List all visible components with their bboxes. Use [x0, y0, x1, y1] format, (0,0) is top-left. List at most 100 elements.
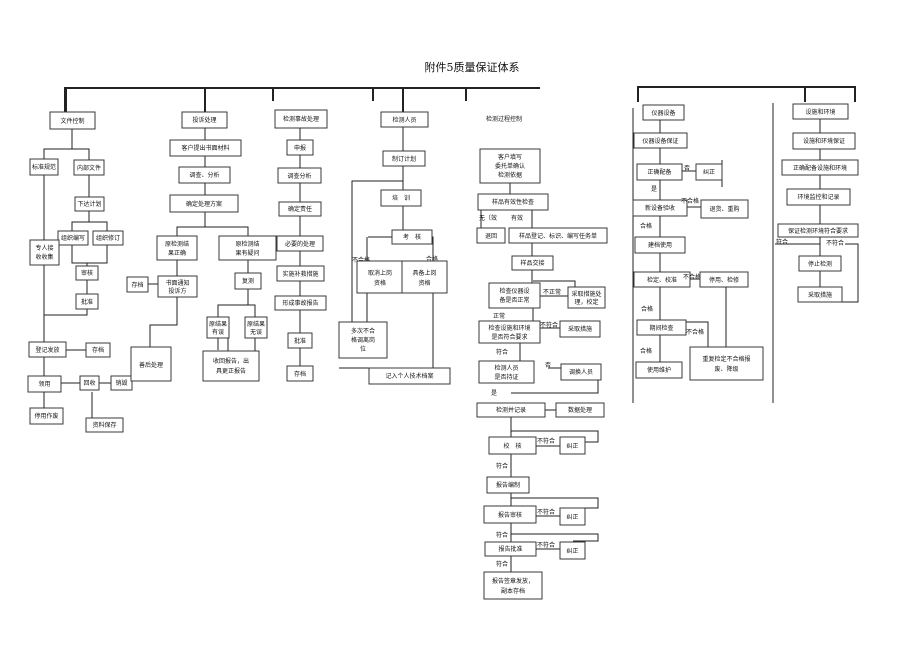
jiandang-box: 建档使用 [634, 236, 686, 254]
instr-buhege-label: 不合格 [681, 197, 699, 205]
guocheng-label: 检测过程控制 [486, 115, 522, 123]
tousu-box: 投诉处理 [181, 111, 228, 129]
svg-text:纠正: 纠正 [566, 443, 578, 450]
biaozhun-box: 标准规范 [29, 158, 59, 176]
kehu-box: 客户提出书面材料 [169, 139, 242, 157]
svg-text:审核: 审核 [81, 269, 93, 277]
shenhe-box: 审核 [75, 265, 99, 281]
queding-box: 确定处理方案 [169, 194, 239, 213]
tingyong2-box: 停用、检修 [699, 271, 749, 288]
cundang-box: 存档 [85, 342, 111, 358]
svg-text:检测事故处理: 检测事故处理 [283, 115, 319, 123]
accident-column: 检测事故处理 申报 调查分析 确定责任 必要的处理 实施补救措施 形成事故报告 [274, 109, 328, 382]
svg-text:报告编制: 报告编制 [496, 481, 520, 489]
svg-text:多次不合: 多次不合 [351, 327, 375, 335]
jiuzheng4-box: 纠正 [695, 163, 723, 181]
svg-text:存档: 存档 [92, 346, 104, 354]
svg-text:原结果: 原结果 [209, 320, 227, 328]
staff-column: 检测人员 制订计划 培 训 考 核 不合格 合格 取消上岗 资格 具备上岗 资格… [338, 111, 451, 385]
instr-buhege2-label: 不合格 [683, 273, 701, 281]
svg-text:样品交接: 样品交接 [520, 259, 544, 267]
dengji2-box: 样品登记、标识、编写任务单 [508, 227, 608, 244]
cundang3-box: 存档 [286, 365, 314, 382]
fuhe-label: 符合 [496, 348, 508, 356]
staff-hege: 合格 [426, 255, 438, 263]
svg-text:登记发放: 登记发放 [35, 346, 59, 354]
svg-text:备是否正常: 备是否正常 [499, 296, 529, 304]
neibu-box: 内部文件 [73, 159, 105, 176]
svg-text:形成事故报告: 形成事故报告 [282, 299, 318, 307]
cundang2-box: 存档 [126, 276, 149, 293]
svg-text:文件控制: 文件控制 [60, 117, 84, 125]
jiankong-box: 环境监控和记录 [786, 188, 851, 206]
svg-text:存档: 存档 [131, 281, 143, 289]
svg-text:必要的处理: 必要的处理 [285, 240, 315, 248]
tiaohuan-box: 调换人员 [560, 363, 602, 381]
svg-text:报告签章发放，: 报告签章发放， [492, 577, 534, 585]
svg-text:书面通知: 书面通知 [165, 279, 189, 287]
svg-text:收回报告，出: 收回报告，出 [213, 357, 249, 365]
svg-text:样品登记、标识、编写任务单: 样品登记、标识、编写任务单 [519, 232, 597, 240]
zhengchang-label: 正常 [493, 312, 505, 320]
zhengque-box: 正确配备 [636, 163, 683, 181]
qu-box: 取消上岗 资格 [356, 260, 404, 294]
svg-text:仪器设备: 仪器设备 [651, 109, 675, 117]
right-connector [637, 86, 856, 102]
svg-text:是否符合要求: 是否符合要求 [491, 333, 527, 341]
instr-hege3-label: 合格 [640, 347, 652, 355]
svg-text:停用、检修: 停用、检修 [709, 276, 739, 284]
svg-text:资料保存: 资料保存 [92, 421, 116, 429]
svg-text:投诉方: 投诉方 [168, 287, 186, 295]
facility-column: 设施和环境 设施和环境保证 正确配备设施和环境 环境监控和记录 保证检测环境符合… [772, 103, 859, 403]
zhuanren-box: 专人接 收收集 [29, 239, 60, 266]
lingyong-box: 领用 [27, 375, 62, 393]
svg-text:原检测结: 原检测结 [165, 240, 189, 248]
biyao-box: 必要的处理 [276, 235, 324, 252]
svg-text:果正确: 果正确 [168, 249, 186, 257]
svg-text:调查、分析: 调查、分析 [189, 171, 219, 179]
svg-text:理，校定: 理，校定 [574, 298, 598, 306]
wuxiao-label: 无〔效 [479, 214, 497, 222]
svg-text:回收: 回收 [83, 379, 95, 387]
svg-text:复测: 复测 [242, 277, 254, 285]
shigu-box: 检测事故处理 [274, 109, 328, 129]
svg-text:设施和环境: 设施和环境 [805, 108, 835, 116]
top-connector [64, 87, 540, 112]
svg-text:检查仪器设: 检查仪器设 [499, 287, 529, 295]
svg-text:退货、重购: 退货、重购 [709, 205, 739, 213]
fuhe4-label: 符合 [496, 560, 508, 568]
svg-text:期间检查: 期间检查 [649, 324, 673, 332]
svg-text:采取措施: 采取措施 [568, 325, 592, 333]
duoci-box: 多次不合 格调离岗 位 [338, 321, 388, 359]
svg-text:停用作废: 停用作废 [34, 412, 58, 420]
process-column: 检测过程控制 客户填写 委托单确认 检测依据 样品有效性检查 无〔效 有效 退回… [476, 115, 608, 600]
qijian-box: 期间检查 [636, 319, 687, 336]
instrument-column: 仪器设备 仪器设备保证 正确配备 否 纠正 是 新设备验收 不合格 退货、重购 … [632, 104, 764, 403]
instr-fou-label: 否 [684, 165, 690, 172]
pizhun3-box: 报告批准 [484, 541, 537, 557]
svg-text:使用维护: 使用维护 [647, 366, 671, 374]
svg-text:新设备验收: 新设备验收 [645, 204, 675, 212]
svg-text:资格: 资格 [374, 279, 386, 287]
svg-text:设施和环境保证: 设施和环境保证 [803, 137, 845, 145]
bfh4-label: 不符合 [537, 541, 555, 549]
shenhe2-box: 报告审核 [483, 505, 537, 524]
jiuzheng3-box: 纠正 [559, 541, 586, 560]
svg-text:样品有效性检查: 样品有效性检查 [492, 198, 534, 206]
tingzhi-box: 停止检测 [798, 255, 842, 272]
svg-text:检测依据: 检测依据 [498, 171, 522, 179]
jilu-box: 记入个人技术档案 [368, 367, 451, 385]
svg-text:废、降级: 废、降级 [714, 365, 738, 373]
svg-text:检查设施和环境: 检查设施和环境 [488, 324, 530, 332]
svg-text:保证检测环境符合要求: 保证检测环境符合要求 [788, 227, 848, 235]
svg-text:投诉处理: 投诉处理 [192, 116, 216, 124]
yuan1-box: 原检测结 果正确 [156, 235, 198, 261]
svg-text:实施补救措施: 实施补救措施 [282, 270, 318, 278]
svg-text:客户提出书面材料: 客户提出书面材料 [181, 144, 229, 152]
jiaojie-box: 样品交接 [511, 255, 554, 271]
svg-text:报告审核: 报告审核 [498, 511, 522, 519]
zuzhi2-box: 组织修订 [92, 230, 124, 246]
svg-text:制订计划: 制订计划 [392, 155, 416, 163]
queding2-box: 确定责任 [278, 201, 322, 217]
